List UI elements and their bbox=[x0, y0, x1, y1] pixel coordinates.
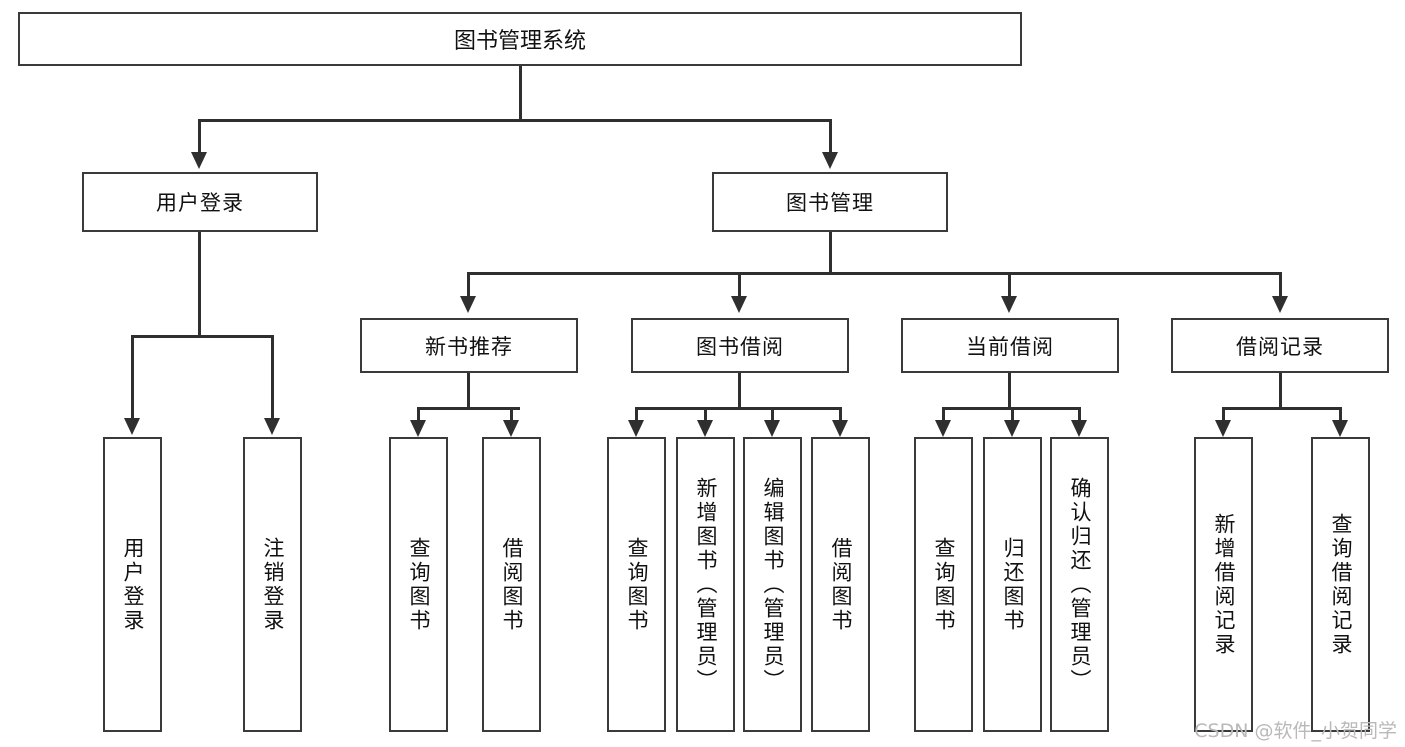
node-label: 当前借阅 bbox=[966, 334, 1054, 359]
arrowhead-current-borrow-leaf2 bbox=[1004, 420, 1020, 437]
connector-user-login-bus bbox=[131, 335, 274, 338]
node-user-login[interactable]: 用户登录 bbox=[82, 172, 318, 232]
connector-level2-bus bbox=[467, 272, 1279, 275]
connector-book-borrow-stem bbox=[738, 373, 741, 410]
node-label: 归还图书 bbox=[1001, 536, 1025, 633]
node-label: 查询图书 bbox=[932, 536, 956, 633]
node-book-borrow[interactable]: 图书借阅 bbox=[631, 318, 849, 373]
connector-book-manage-stem bbox=[829, 232, 832, 275]
connector-current-borrow-leaf1 bbox=[942, 407, 945, 424]
connector-to-book-borrow bbox=[738, 272, 741, 300]
connector-level1-bus bbox=[198, 119, 831, 122]
leaf-borrow-record-add[interactable]: 新增借阅记录 bbox=[1194, 437, 1253, 732]
connector-current-borrow-leaf2 bbox=[1011, 407, 1014, 424]
node-label: 图书管理 bbox=[786, 191, 874, 215]
arrowhead-current-borrow-leaf3 bbox=[1071, 420, 1087, 437]
leaf-book-borrow-borrow[interactable]: 借阅图书 bbox=[811, 437, 870, 732]
arrowhead-new-book-leaf2 bbox=[503, 420, 519, 437]
leaf-current-borrow-query[interactable]: 查询图书 bbox=[914, 437, 973, 732]
leaf-current-borrow-return[interactable]: 归还图书 bbox=[983, 437, 1042, 732]
node-label: 新书推荐 bbox=[425, 334, 513, 359]
leaf-new-book-borrow[interactable]: 借阅图书 bbox=[482, 437, 541, 732]
connector-user-login-stem bbox=[198, 232, 201, 337]
leaf-book-borrow-edit[interactable]: 编辑图书（管理员） bbox=[743, 437, 802, 732]
node-label: 确认归还（管理员） bbox=[1068, 476, 1092, 693]
connector-current-borrow-bus bbox=[942, 407, 1079, 410]
arrowhead-book-borrow-leaf4 bbox=[832, 420, 848, 437]
node-label: 新增图书（管理员） bbox=[694, 476, 718, 693]
connector-to-book-manage bbox=[829, 119, 832, 155]
connector-borrow-record-stem bbox=[1279, 373, 1282, 410]
leaf-user-login-login[interactable]: 用户登录 bbox=[103, 437, 162, 732]
watermark: CSDN @软件_小贺同学 bbox=[1194, 720, 1397, 742]
connector-borrow-record-bus bbox=[1222, 407, 1341, 410]
connector-to-current-borrow bbox=[1008, 272, 1011, 300]
connector-user-login-leaf2 bbox=[271, 335, 274, 420]
connector-borrow-record-leaf2 bbox=[1339, 407, 1342, 424]
leaf-new-book-query[interactable]: 查询图书 bbox=[389, 437, 448, 732]
node-label: 查询图书 bbox=[625, 536, 649, 633]
leaf-book-borrow-query[interactable]: 查询图书 bbox=[607, 437, 666, 732]
connector-new-book-leaf1 bbox=[417, 407, 420, 424]
leaf-book-borrow-add[interactable]: 新增图书（管理员） bbox=[676, 437, 735, 732]
arrowhead-book-borrow-leaf3 bbox=[764, 420, 780, 437]
arrowhead-new-book-leaf1 bbox=[410, 420, 426, 437]
arrowhead-book-borrow-leaf2 bbox=[697, 420, 713, 437]
connector-new-book-leaf2 bbox=[510, 407, 513, 424]
connector-book-borrow-leaf3 bbox=[771, 407, 774, 424]
arrowhead-borrow-record-leaf1 bbox=[1215, 420, 1231, 437]
arrowhead-borrow-record-leaf2 bbox=[1332, 420, 1348, 437]
connector-new-book-bus bbox=[417, 407, 520, 410]
connector-to-borrow-record bbox=[1279, 272, 1282, 300]
node-label: 图书管理系统 bbox=[453, 29, 586, 54]
node-label: 查询借阅记录 bbox=[1329, 512, 1353, 657]
node-label: 新增借阅记录 bbox=[1212, 512, 1236, 657]
node-label: 注销登录 bbox=[261, 536, 285, 633]
arrowhead-current-borrow bbox=[1001, 296, 1017, 313]
arrowhead-borrow-record bbox=[1272, 296, 1288, 313]
connector-borrow-record-leaf1 bbox=[1222, 407, 1225, 424]
node-label: 借阅记录 bbox=[1236, 334, 1324, 359]
connector-current-borrow-leaf3 bbox=[1078, 407, 1081, 424]
connector-book-borrow-bus bbox=[635, 407, 842, 410]
connector-new-book-stem bbox=[467, 373, 470, 410]
node-current-borrow[interactable]: 当前借阅 bbox=[901, 318, 1119, 373]
arrowhead-user-login bbox=[191, 152, 207, 169]
node-book-manage[interactable]: 图书管理 bbox=[712, 172, 948, 232]
connector-user-login-leaf1 bbox=[131, 335, 134, 420]
connector-to-user-login bbox=[198, 119, 201, 155]
leaf-user-login-logout[interactable]: 注销登录 bbox=[243, 437, 302, 732]
node-label: 用户登录 bbox=[121, 536, 145, 633]
node-label: 用户登录 bbox=[156, 191, 244, 215]
node-label: 借阅图书 bbox=[829, 536, 853, 633]
arrowhead-user-login-leaf2 bbox=[264, 418, 280, 435]
arrowhead-current-borrow-leaf1 bbox=[935, 420, 951, 437]
connector-book-borrow-leaf2 bbox=[704, 407, 707, 424]
leaf-borrow-record-query[interactable]: 查询借阅记录 bbox=[1311, 437, 1370, 732]
arrowhead-new-book bbox=[460, 296, 476, 313]
arrowhead-book-borrow bbox=[731, 296, 747, 313]
connector-root-stem bbox=[519, 66, 522, 119]
connector-book-borrow-leaf1 bbox=[635, 407, 638, 424]
arrowhead-book-manage bbox=[822, 152, 838, 169]
node-label: 编辑图书（管理员） bbox=[761, 476, 785, 693]
arrowhead-user-login-leaf1 bbox=[124, 418, 140, 435]
node-root-system[interactable]: 图书管理系统 bbox=[18, 12, 1022, 66]
leaf-current-borrow-confirm[interactable]: 确认归还（管理员） bbox=[1050, 437, 1109, 732]
node-label: 借阅图书 bbox=[500, 536, 524, 633]
node-borrow-record[interactable]: 借阅记录 bbox=[1171, 318, 1389, 373]
arrowhead-book-borrow-leaf1 bbox=[628, 420, 644, 437]
node-label: 图书借阅 bbox=[696, 334, 784, 359]
connector-current-borrow-stem bbox=[1008, 373, 1011, 410]
node-new-book-recommend[interactable]: 新书推荐 bbox=[360, 318, 578, 373]
connector-book-borrow-leaf4 bbox=[839, 407, 842, 424]
node-label: 查询图书 bbox=[407, 536, 431, 633]
connector-to-new-book bbox=[467, 272, 470, 300]
